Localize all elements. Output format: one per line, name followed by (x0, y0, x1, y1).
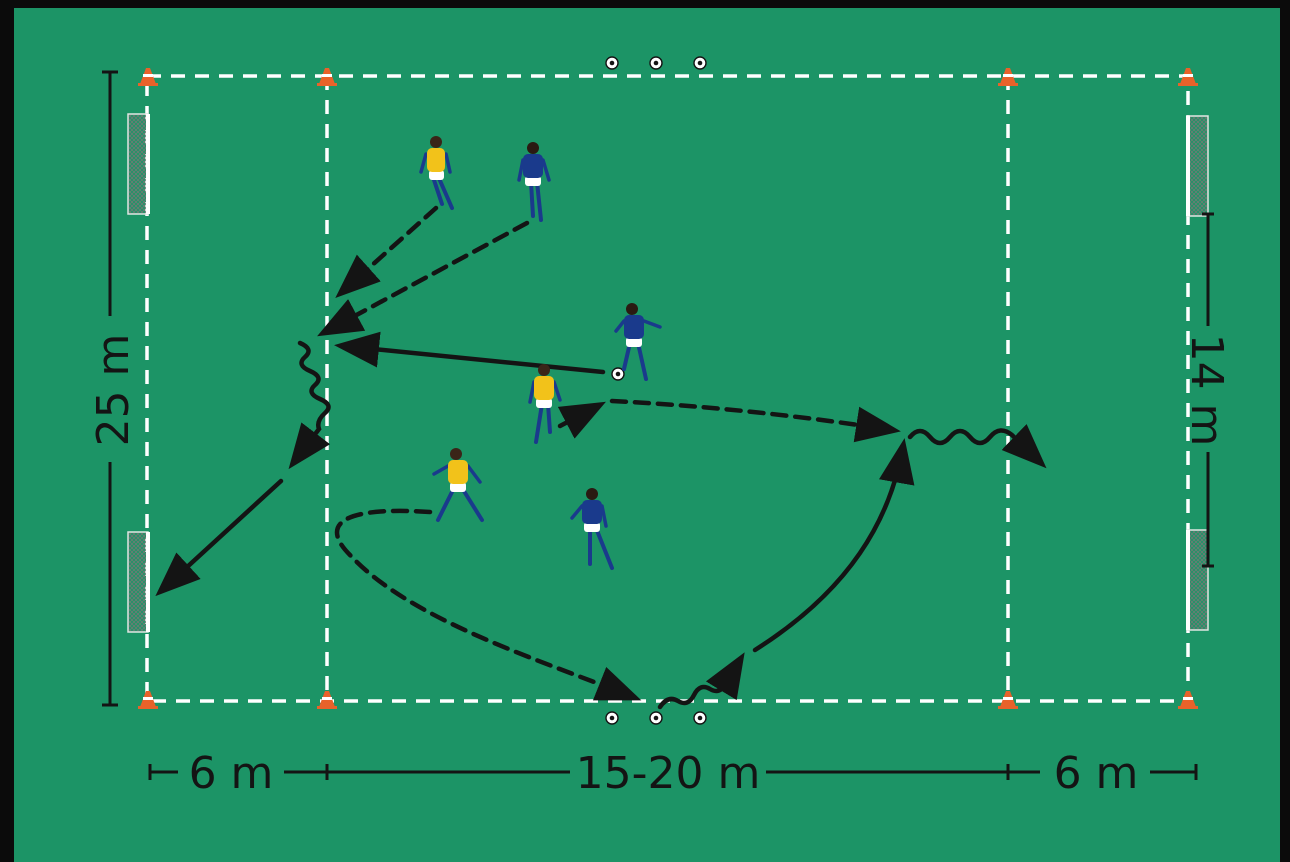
goal-icon (126, 530, 150, 634)
arrow-icon (317, 220, 530, 337)
arrow-icon (288, 340, 331, 470)
player-icon (432, 448, 484, 522)
ball-icon (693, 56, 707, 70)
goal-icon (1186, 528, 1210, 632)
pitch-surface (14, 8, 1280, 862)
arrow-icon (335, 205, 439, 298)
dimension-labels: 25 m 14 m 6 m 15-20 m 6 m (88, 334, 1232, 799)
players (419, 136, 662, 570)
arrow-icon (657, 652, 745, 710)
goal-spacing-dimension-label: 14 m (1181, 334, 1232, 447)
arrow-icon (155, 478, 284, 597)
arrow-icon (557, 401, 606, 439)
player-icon (614, 303, 662, 381)
player-icon (419, 136, 454, 210)
movement-arrows (155, 205, 1047, 710)
goal-icon (126, 112, 150, 216)
player-icon (517, 142, 551, 222)
ball-icon (693, 711, 707, 725)
arrow-icon (907, 424, 1047, 469)
player-icon (528, 364, 562, 444)
right-zone-dimension-label: 6 m (1054, 748, 1139, 799)
ball-icon (649, 711, 663, 725)
arrow-icon (609, 398, 901, 443)
arrow-icon (334, 508, 642, 701)
ball-icon (605, 711, 619, 725)
arrow-icon (334, 331, 606, 375)
ball-icon (605, 56, 619, 70)
goal-icon (1186, 114, 1210, 218)
ball-icon (649, 56, 663, 70)
center-zone-dimension-label: 15-20 m (576, 748, 761, 799)
height-dimension-label: 25 m (88, 334, 139, 447)
arrow-icon (752, 438, 915, 653)
dimension-lines (102, 70, 1214, 780)
left-zone-dimension-label: 6 m (189, 748, 274, 799)
player-icon (570, 488, 614, 570)
